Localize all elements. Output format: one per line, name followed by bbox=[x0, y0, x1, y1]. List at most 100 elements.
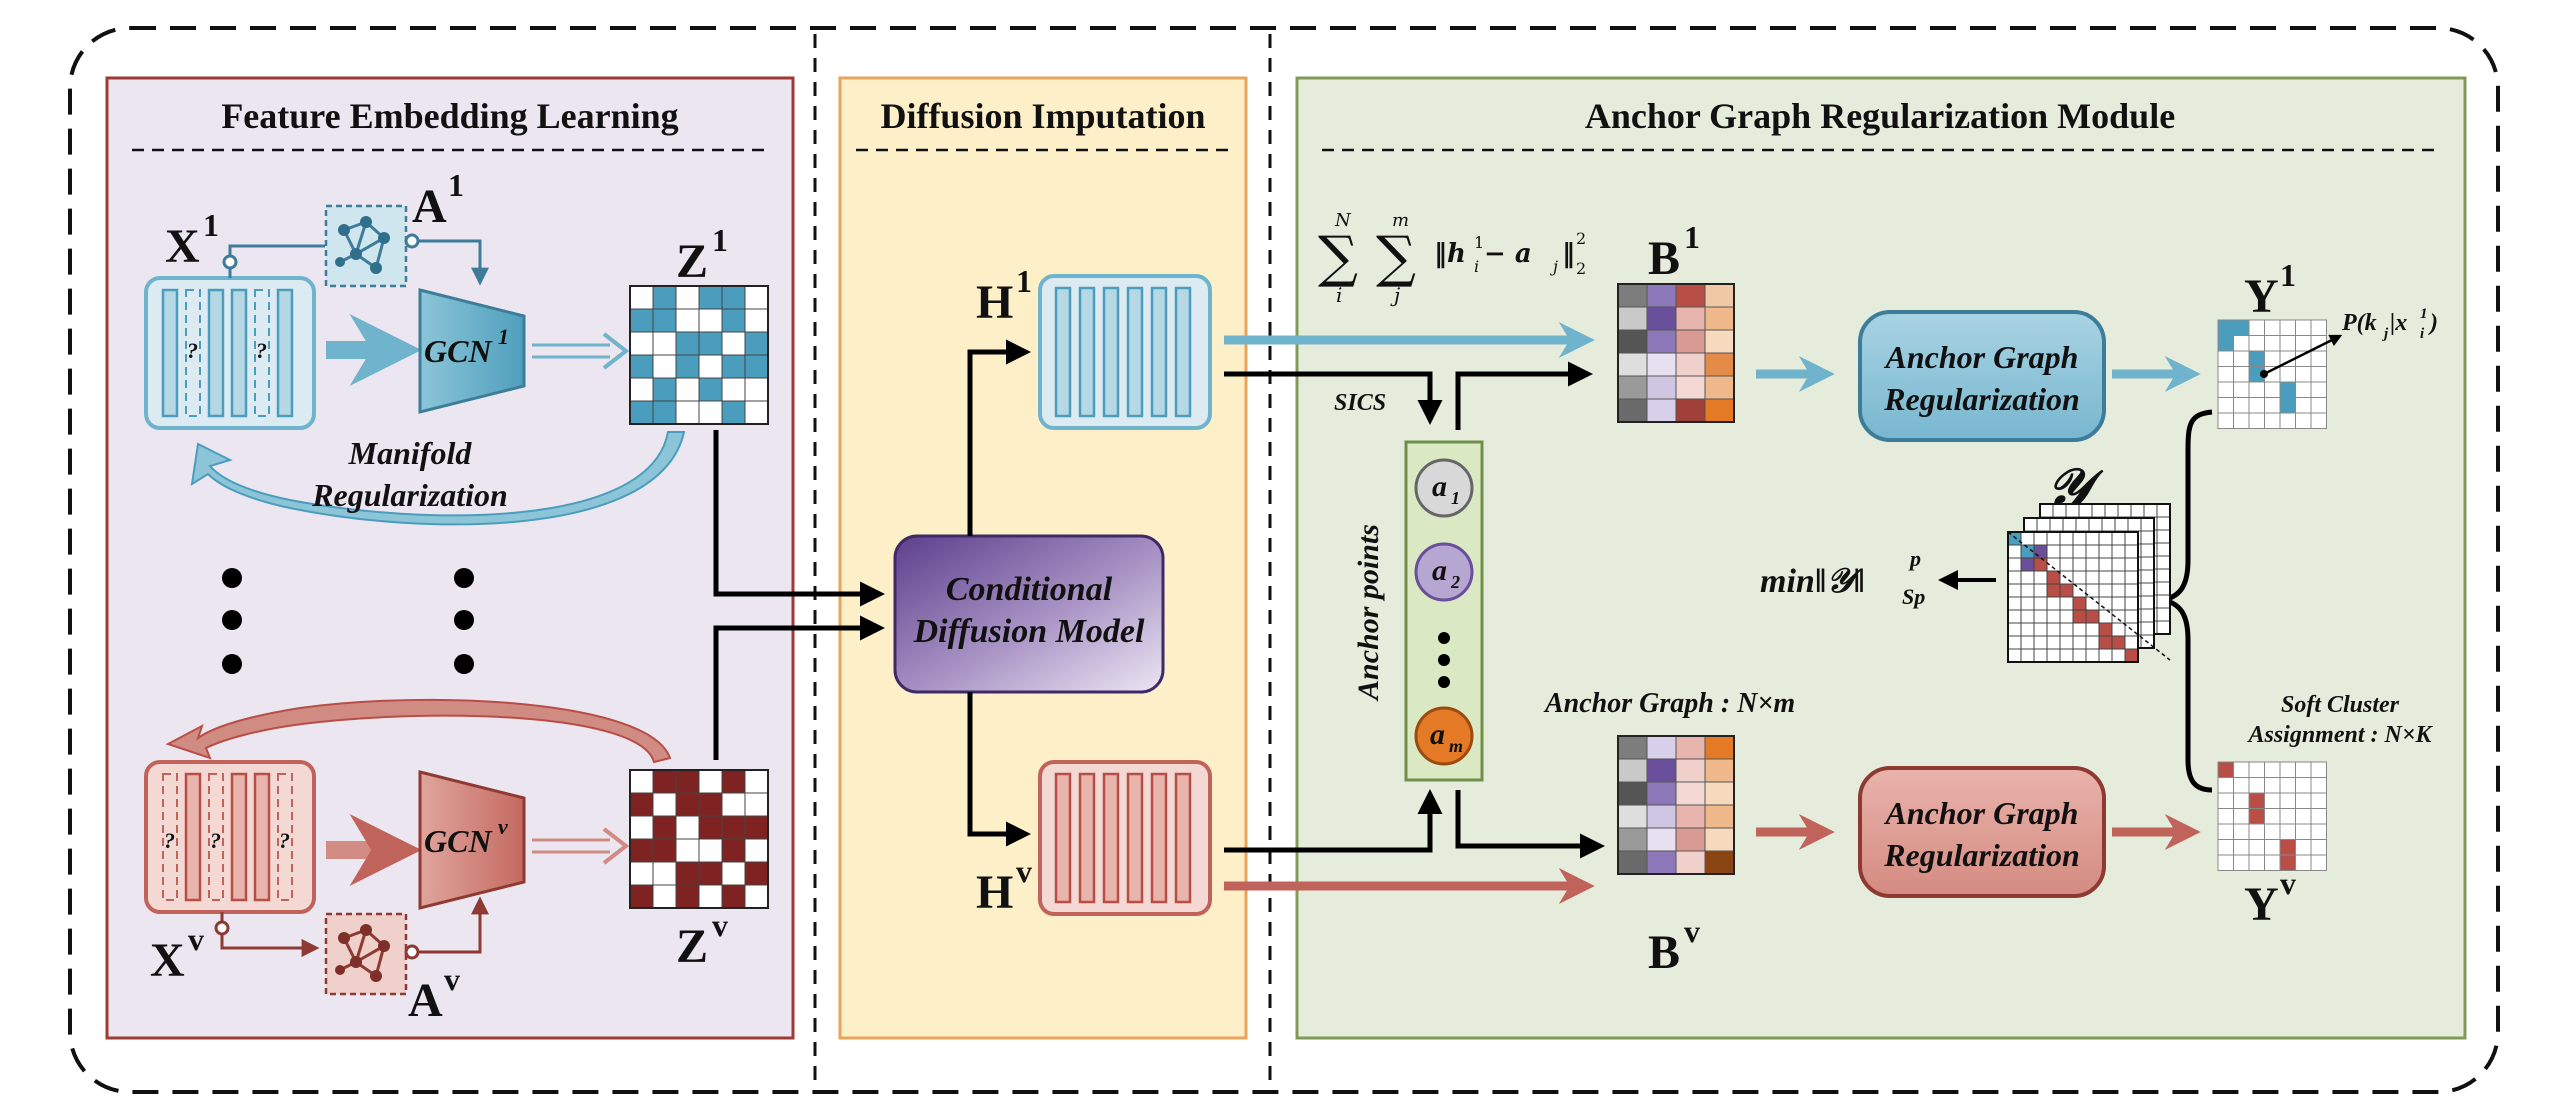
matrix-cell bbox=[2072, 648, 2087, 663]
matrix-cell bbox=[1617, 306, 1648, 331]
anchor-am bbox=[1414, 706, 1474, 766]
matrix-cell bbox=[2217, 412, 2234, 429]
a1-label: A 1 bbox=[412, 167, 464, 233]
matrix-cell bbox=[1704, 306, 1735, 331]
matrix-cell bbox=[1646, 804, 1677, 829]
matrix-cell bbox=[2098, 596, 2113, 611]
matrix-cell bbox=[2059, 622, 2074, 637]
matrix-cell bbox=[652, 331, 677, 356]
svg-text:j: j bbox=[1390, 283, 1400, 307]
manifold-label-line1: Manifold bbox=[348, 435, 473, 471]
matrix-cell bbox=[675, 285, 700, 310]
yv-label: Y v bbox=[2244, 865, 2296, 931]
matrix-cell bbox=[2248, 335, 2265, 352]
matrix-cell bbox=[2098, 622, 2113, 637]
svg-text:v: v bbox=[2280, 865, 2296, 901]
matrix-cell bbox=[1617, 283, 1648, 308]
matrix-cell bbox=[652, 838, 677, 863]
matrix-cell bbox=[2033, 648, 2048, 663]
svg-text:GCN: GCN bbox=[424, 333, 493, 369]
svg-text:Y: Y bbox=[2244, 878, 2279, 931]
matrix-cell bbox=[2295, 823, 2312, 840]
matrix-cell bbox=[2233, 761, 2250, 778]
matrix-cell bbox=[744, 331, 769, 356]
matrix-cell bbox=[2217, 335, 2234, 352]
matrix-cell bbox=[698, 815, 723, 840]
matrix-cell bbox=[2033, 570, 2048, 585]
matrix-cell bbox=[2295, 335, 2312, 352]
matrix-cell bbox=[629, 377, 654, 402]
svg-text:Anchor Graph: Anchor Graph bbox=[1884, 795, 2079, 831]
matrix-cell bbox=[2046, 583, 2061, 598]
matrix-cell bbox=[2279, 792, 2296, 809]
y1-label: Y 1 bbox=[2244, 257, 2296, 323]
matrix-cell bbox=[2059, 648, 2074, 663]
matrix-cell bbox=[2124, 596, 2139, 611]
zv-matrix bbox=[629, 769, 769, 909]
missing-mark: ? bbox=[187, 338, 198, 363]
matrix-cell bbox=[2085, 570, 2100, 585]
svg-text:GCN: GCN bbox=[424, 823, 493, 859]
diffusion-model-block: Conditional Diffusion Model bbox=[893, 534, 1165, 694]
matrix-cell bbox=[2072, 557, 2087, 572]
missing-mark: ? bbox=[164, 828, 175, 853]
matrix-cell bbox=[2248, 381, 2265, 398]
matrix-cell bbox=[2033, 635, 2048, 650]
matrix-cell bbox=[2023, 517, 2038, 532]
matrix-cell bbox=[2046, 635, 2061, 650]
matrix-cell bbox=[2156, 542, 2171, 557]
matrix-cell bbox=[2085, 622, 2100, 637]
xv-label: X v bbox=[150, 921, 204, 987]
matrix-cell bbox=[652, 815, 677, 840]
matrix-cell bbox=[2295, 839, 2312, 856]
agr-block-view-1: Anchor Graph Regularization bbox=[1858, 310, 2106, 442]
matrix-cell bbox=[675, 354, 700, 379]
matrix-cell bbox=[2072, 635, 2087, 650]
matrix-cell bbox=[2264, 808, 2281, 825]
matrix-cell bbox=[2072, 583, 2087, 598]
matrix-cell bbox=[2156, 503, 2171, 518]
matrix-cell bbox=[2264, 823, 2281, 840]
matrix-cell bbox=[2264, 350, 2281, 367]
matrix-cell bbox=[2098, 531, 2113, 546]
prob-label: P(k j |x 1 i ) bbox=[2341, 306, 2438, 342]
gcn-to-z1-arrow bbox=[532, 332, 630, 370]
matrix-cell bbox=[2124, 635, 2139, 650]
hv-matrix bbox=[1038, 760, 1212, 916]
matrix-cell bbox=[721, 769, 746, 794]
matrix-cell bbox=[1646, 352, 1677, 377]
matrix-cell bbox=[2233, 335, 2250, 352]
svg-text:Conditional: Conditional bbox=[946, 571, 1113, 608]
matrix-cell bbox=[2217, 823, 2234, 840]
matrix-cell bbox=[2036, 517, 2051, 532]
sics-label: SICS bbox=[1334, 390, 1386, 416]
matrix-cell bbox=[2217, 761, 2234, 778]
hv-label: H v bbox=[976, 853, 1032, 919]
matrix-cell bbox=[2233, 350, 2250, 367]
agr-block-view-v: Anchor Graph Regularization bbox=[1858, 766, 2106, 898]
matrix-cell bbox=[2156, 594, 2171, 609]
matrix-cell bbox=[2114, 517, 2129, 532]
matrix-cell bbox=[1675, 804, 1706, 829]
matrix-cell bbox=[2310, 319, 2327, 336]
matrix-cell bbox=[2310, 792, 2327, 809]
matrix-cell bbox=[2264, 397, 2281, 414]
sics-arrow bbox=[1224, 371, 1443, 425]
matrix-cell bbox=[2007, 570, 2022, 585]
matrix-cell bbox=[2124, 648, 2139, 663]
matrix-cell bbox=[2156, 568, 2171, 583]
matrix-cell bbox=[1646, 781, 1677, 806]
matrix-cell bbox=[2117, 503, 2132, 518]
svg-text:∑: ∑ bbox=[1376, 225, 1416, 290]
z1-matrix bbox=[629, 285, 769, 425]
matrix-cell bbox=[2072, 609, 2087, 624]
missing-mark: ? bbox=[256, 338, 267, 363]
matrix-cell bbox=[2007, 583, 2022, 598]
matrix-cell bbox=[721, 377, 746, 402]
matrix-cell bbox=[2233, 319, 2250, 336]
matrix-cell bbox=[2279, 808, 2296, 825]
matrix-cell bbox=[629, 308, 654, 333]
matrix-cell bbox=[629, 838, 654, 863]
matrix-cell bbox=[1646, 735, 1677, 760]
matrix-cell bbox=[629, 815, 654, 840]
